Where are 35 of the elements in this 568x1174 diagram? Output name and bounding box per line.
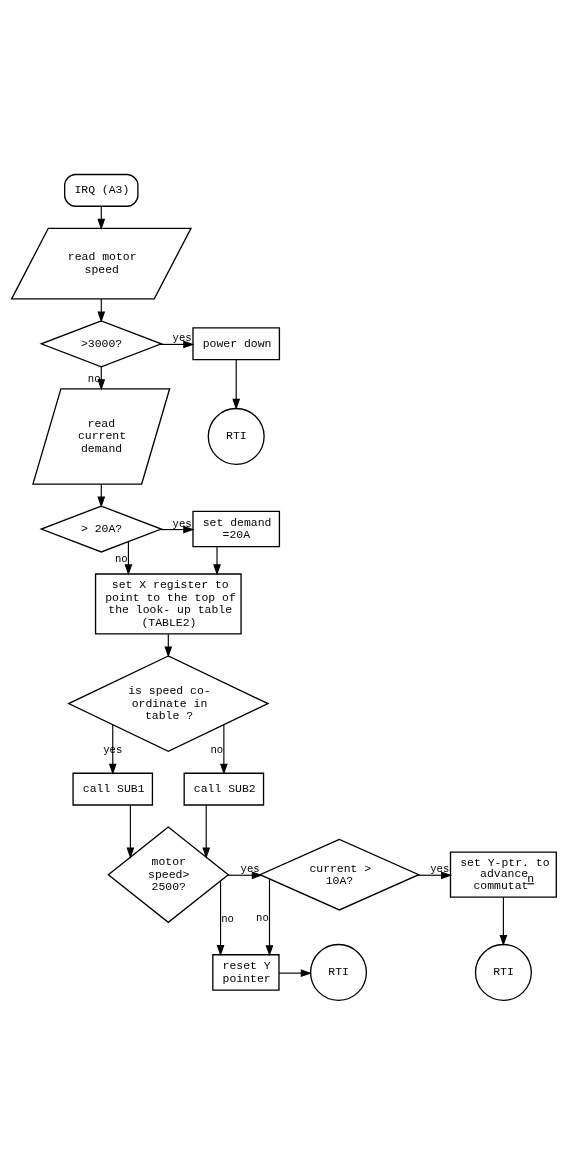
arrow (219, 723, 228, 775)
arrow (499, 896, 508, 946)
node-circle: RTI (474, 943, 532, 1001)
arrow (126, 804, 135, 859)
arrow (227, 870, 263, 879)
arrow (232, 358, 241, 410)
edge-label: no (115, 552, 128, 565)
node-diamond: >3000? (39, 319, 164, 367)
arrow (416, 870, 453, 879)
arrow (265, 878, 274, 956)
arrow (213, 545, 221, 575)
edge-label: yes (240, 862, 260, 875)
node-box: call SUB2 (183, 772, 265, 806)
node-box: reset Y pointer (212, 953, 280, 991)
edge-label: yes (172, 517, 192, 530)
arrow (278, 968, 312, 977)
arrow (108, 723, 117, 775)
node-diamond: > 20A? (39, 504, 164, 553)
node-circle: RTI (207, 407, 265, 465)
node-box: call SUB1 (72, 772, 154, 806)
arrow (159, 340, 195, 348)
arrow (202, 804, 211, 859)
node-box: set X register to point to the top of the look- up table (TABLE2) (94, 572, 242, 635)
edge-label: yes (430, 862, 450, 875)
node-circle: RTI (309, 943, 368, 1001)
edge-label: no (87, 372, 101, 385)
edge-label: yes (172, 331, 192, 344)
node-box: set demand =20A (192, 510, 281, 547)
node-box: power down (192, 326, 281, 360)
arrow (159, 525, 195, 533)
edge-label: no (256, 911, 269, 924)
arrow (216, 880, 225, 956)
node-box: IRQ (A3) (64, 173, 139, 207)
arrow (124, 540, 133, 575)
node-diamond: current > 10A? (258, 838, 421, 911)
